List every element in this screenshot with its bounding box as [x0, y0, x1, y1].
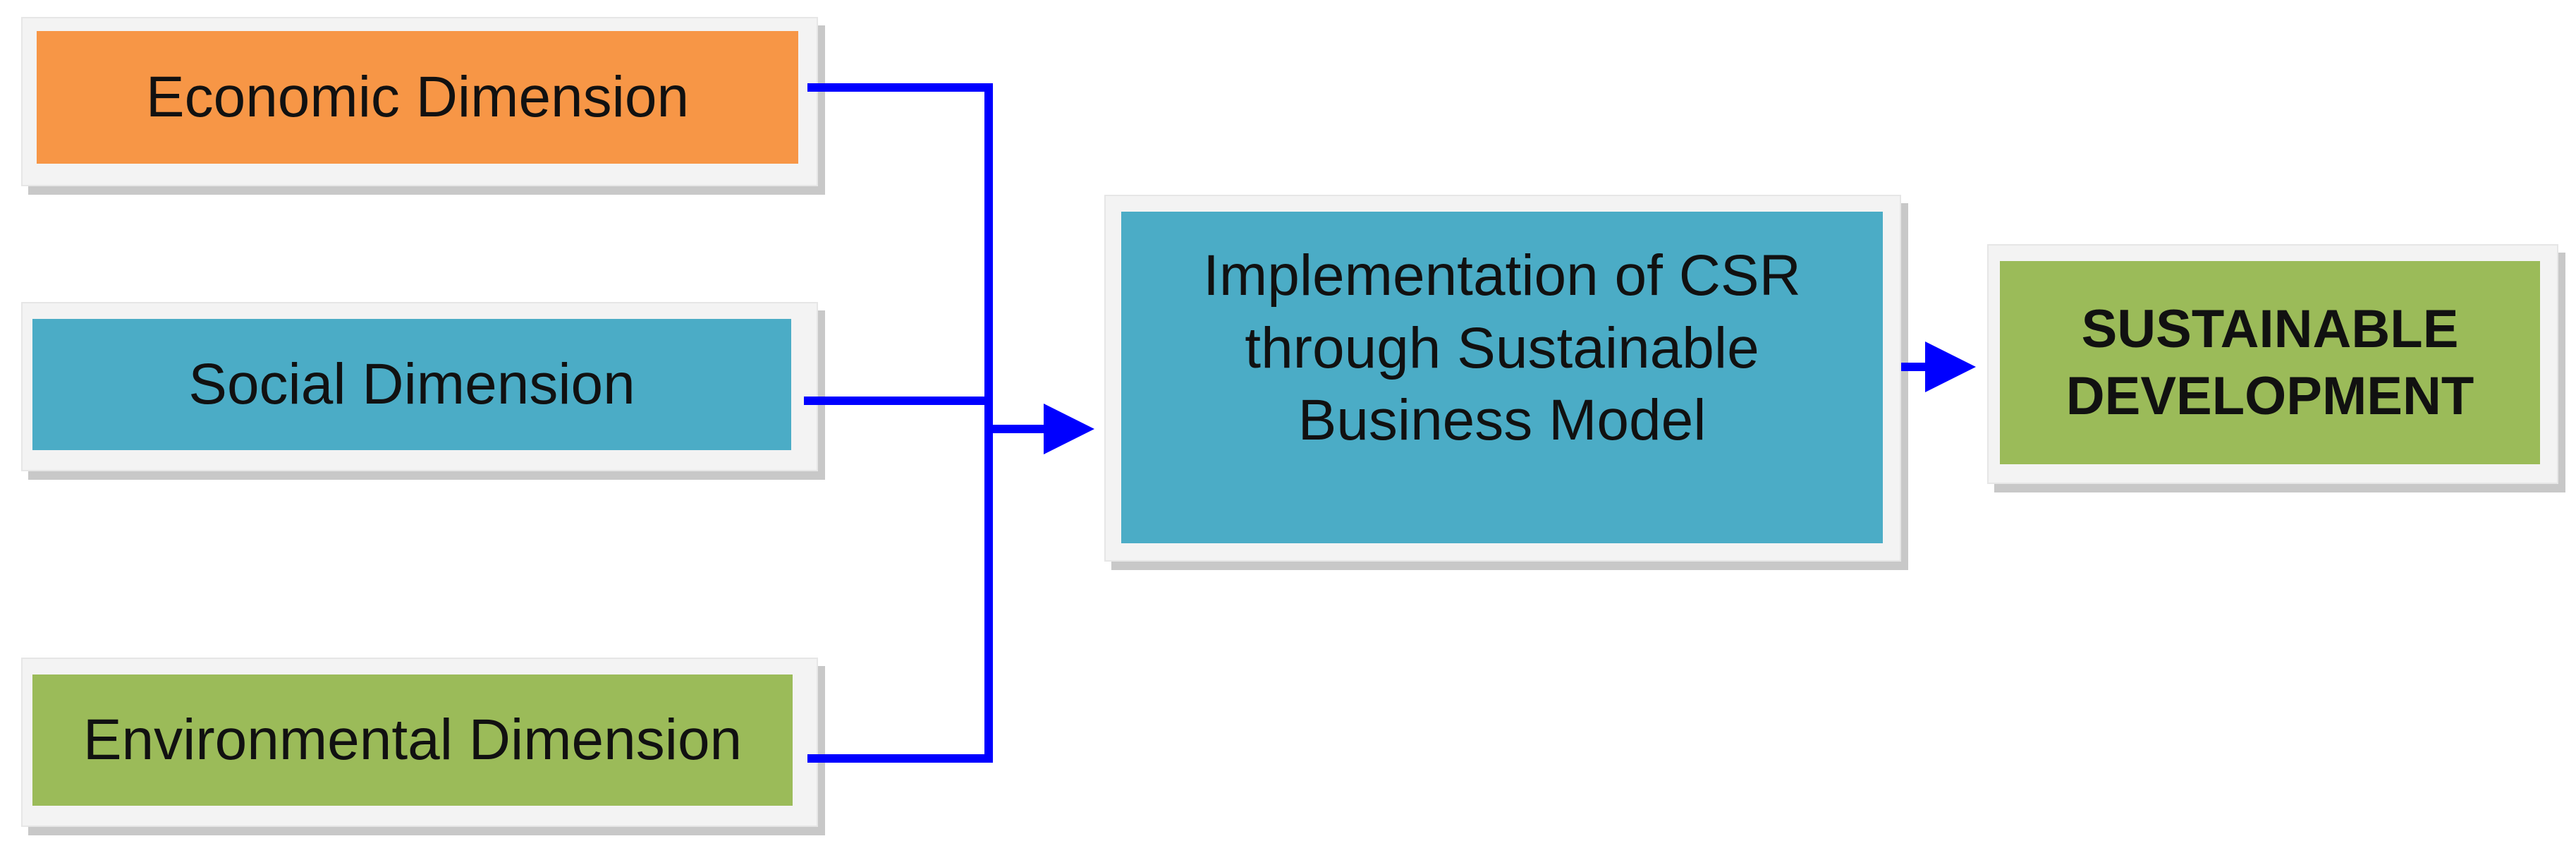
economic-dimension-box: Economic Dimension [37, 31, 798, 164]
environmental-dimension-box: Environmental Dimension [32, 674, 793, 806]
sustainable-development-box: SUSTAINABLE DEVELOPMENT [2000, 261, 2540, 464]
csr-implementation-box: Implementation of CSR through Sustainabl… [1121, 212, 1883, 543]
economic-connector [807, 83, 993, 763]
social-dimension-box: Social Dimension [32, 319, 791, 450]
